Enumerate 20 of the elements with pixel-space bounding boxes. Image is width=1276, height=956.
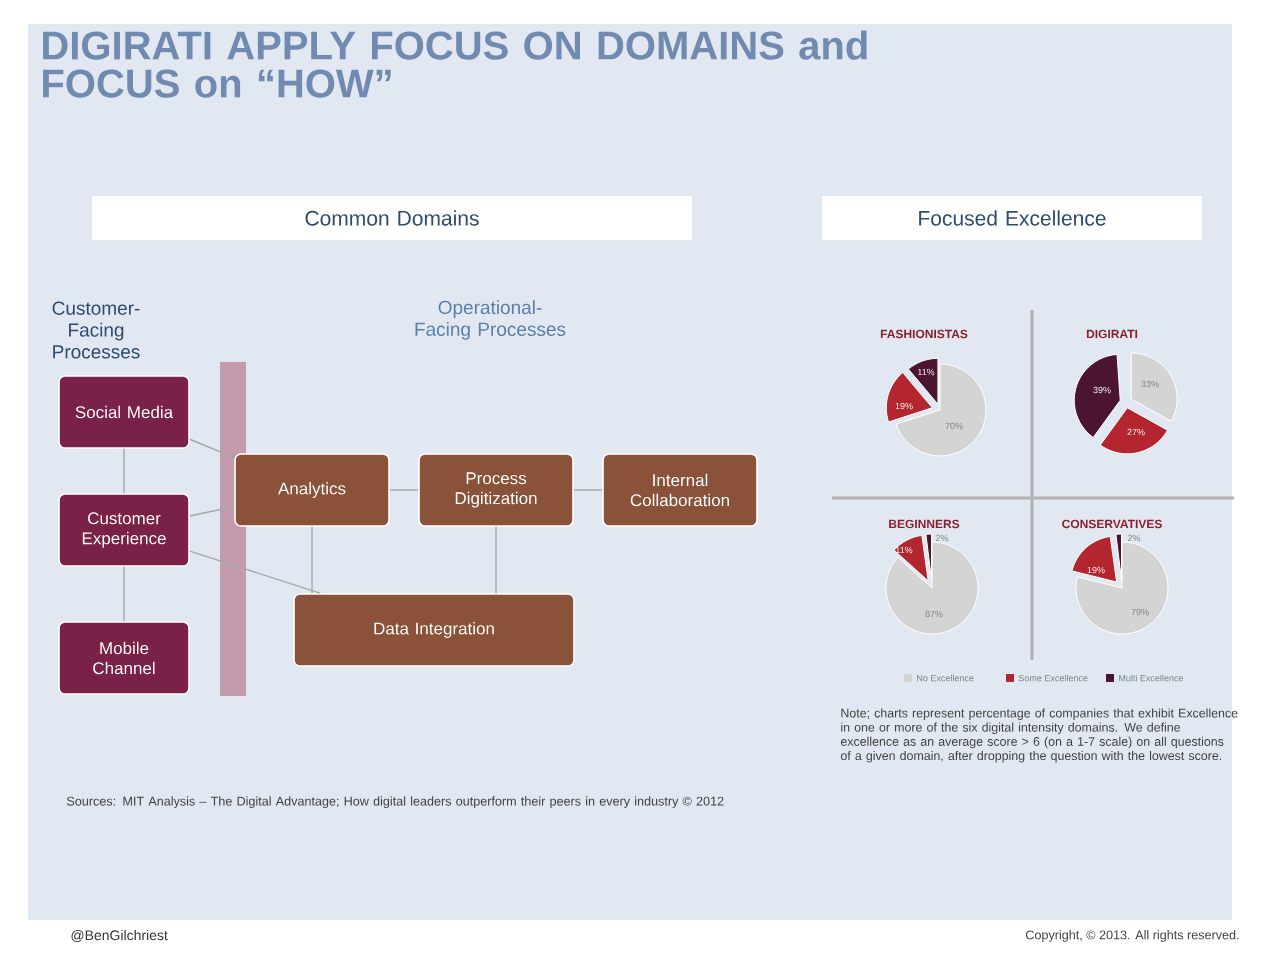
section-heading: Operational-Facing Processes xyxy=(415,300,566,340)
title: DIGIRATI APPLY FOCUS ON DOMAINS and FOCUS on “HOW” xyxy=(43,30,867,98)
process-box: Customer Experience xyxy=(58,493,190,567)
connector-line xyxy=(123,566,125,622)
connector-line xyxy=(123,448,125,494)
process-box: Internal Collaboration xyxy=(602,453,758,527)
section-header: Focused Excellence xyxy=(822,196,1202,240)
connector-line xyxy=(189,505,235,517)
connector-line xyxy=(389,489,419,491)
connector-line xyxy=(495,526,497,594)
process-box: Process Digitization xyxy=(418,453,574,527)
connector-line xyxy=(189,438,235,459)
process-box: Data Integration xyxy=(293,593,575,667)
process-box: Analytics xyxy=(234,453,390,527)
connector-line xyxy=(573,489,603,491)
process-box: Mobile Channel xyxy=(58,621,190,695)
connector-line xyxy=(189,550,321,594)
section-header: Common Domains xyxy=(92,196,692,240)
process-box: Social Media xyxy=(58,375,190,449)
connector-line xyxy=(311,526,313,594)
